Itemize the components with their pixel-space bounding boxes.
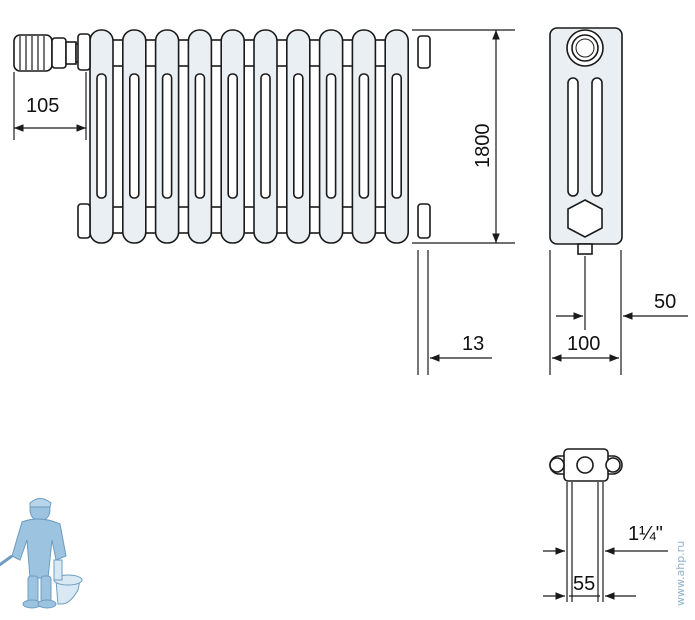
dimension-depth: 100 <box>549 250 619 375</box>
radiator-section <box>187 29 213 244</box>
radiator-section <box>154 29 180 244</box>
dimension-connection-size: 1¼" <box>543 523 668 555</box>
depth-label: 100 <box>567 333 600 355</box>
end-plugs <box>77 33 431 239</box>
radiator-section <box>351 29 377 244</box>
watermark-text: www.ahp.ru <box>674 541 687 606</box>
radiator-section <box>285 29 311 244</box>
side-view <box>549 27 623 255</box>
dimension-valve-offset: 105 <box>13 72 87 140</box>
radiator-section <box>89 29 114 244</box>
connection-spacing-label: 55 <box>573 573 595 595</box>
wall-gap-label: 13 <box>462 333 484 355</box>
half-depth-label: 50 <box>654 291 676 313</box>
radiator-section <box>318 29 344 244</box>
radiator-sections <box>89 29 410 244</box>
thermostatic-valve-icon <box>13 34 85 72</box>
radiator-section <box>384 29 410 244</box>
connection-size-label: 1¼" <box>628 523 663 545</box>
radiator-section <box>220 29 245 244</box>
height-label: 1800 <box>472 124 494 169</box>
dimension-wall-gap: 13 <box>417 250 492 375</box>
dimension-height: 1800 <box>412 29 515 244</box>
radiator-section <box>122 29 147 244</box>
dimension-half-depth: 50 <box>556 250 688 375</box>
valve-offset-label: 105 <box>26 95 59 117</box>
hex-plug-icon <box>567 199 603 238</box>
connection-view <box>549 448 623 602</box>
dimension-connection-spacing: 55 <box>543 573 636 600</box>
plumber-mascot-icon <box>0 498 83 609</box>
front-view <box>13 29 431 244</box>
radiator-section <box>253 29 278 244</box>
